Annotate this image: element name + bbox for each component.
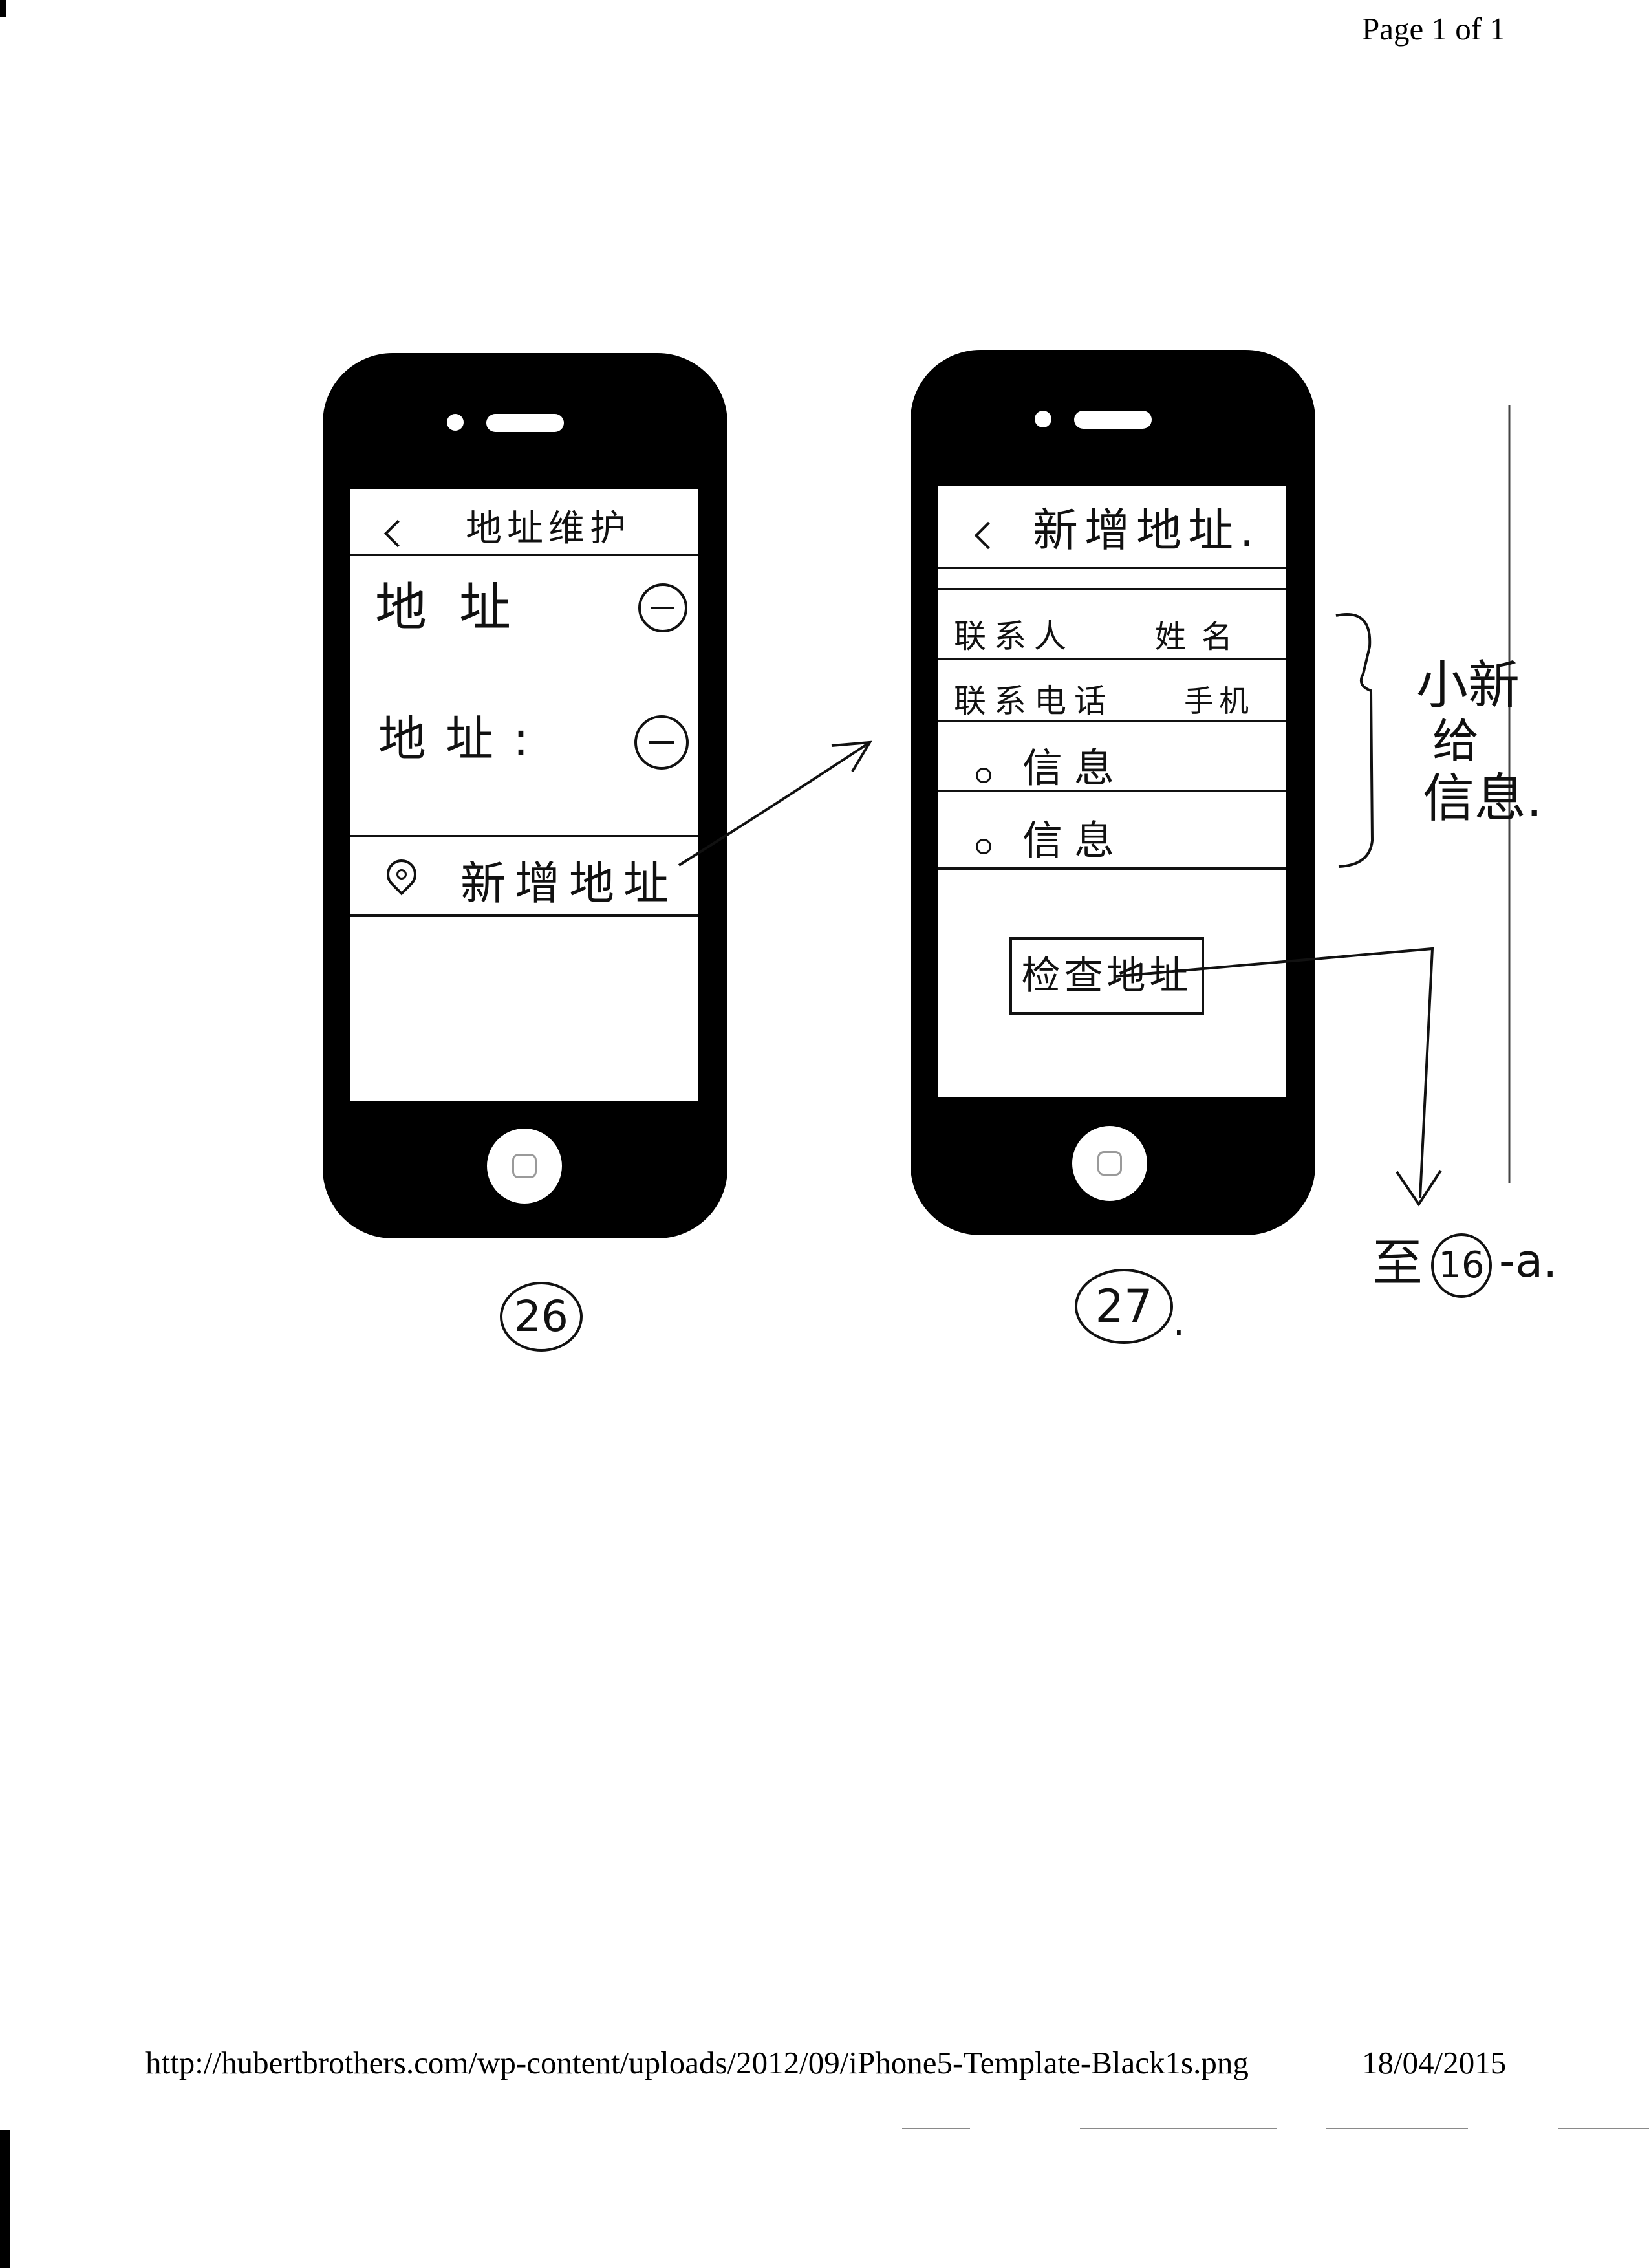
phone-frame-27: 新增地址. 联系人 姓名 联系电话 手机 信息 信息 (911, 350, 1315, 1235)
curly-bracket (1335, 613, 1374, 868)
speaker-slot (486, 414, 564, 432)
info-option[interactable]: 信息 (938, 792, 1286, 867)
info-option[interactable]: 信息 (938, 722, 1286, 790)
field-placeholder: 手机 (1184, 684, 1254, 718)
goto-prefix: 至 (1372, 1235, 1423, 1293)
phone-frame-26: 地址维护 地址 地址: 新增地址 (323, 353, 727, 1238)
minus-bar (649, 741, 674, 744)
scan-artifact (902, 2128, 970, 2129)
add-address-label: 新增地址 (460, 857, 678, 910)
goto-arrow-head (1396, 1169, 1442, 1207)
screen-title: 新增地址. (1033, 504, 1261, 557)
footer-date: 18/04/2015 (1362, 2045, 1507, 2080)
header-divider (938, 567, 1286, 569)
radio-icon[interactable] (976, 768, 991, 783)
camera-dot (447, 414, 464, 431)
screen-address-maintenance: 地址维护 地址 地址: 新增地址 (350, 489, 698, 1101)
chevron-left-icon[interactable] (974, 521, 1002, 550)
header-divider (350, 554, 698, 556)
page-number: Page 1 of 1 (1362, 11, 1505, 47)
field-divider (938, 658, 1286, 660)
screen-add-address: 新增地址. 联系人 姓名 联系电话 手机 信息 信息 (938, 486, 1286, 1097)
field-label: 联系人 (954, 618, 1074, 655)
option-label: 信息 (1022, 817, 1126, 864)
scan-artifact (1558, 2128, 1649, 2129)
field-label: 联系电话 (954, 682, 1114, 720)
list-divider (350, 914, 698, 917)
address-row[interactable]: 地址 (350, 556, 698, 686)
chevron-left-icon[interactable] (383, 519, 412, 548)
bracket-note-line: 小新 (1416, 655, 1520, 715)
minus-circle-icon[interactable] (634, 715, 689, 770)
bracket-note-line: 信息. (1423, 768, 1543, 828)
screen-number-suffix: . (1173, 1302, 1185, 1344)
home-button (487, 1129, 562, 1204)
scan-edge-bottom (0, 2130, 10, 2268)
address-row[interactable]: 地址: (350, 686, 698, 833)
contact-phone-field[interactable]: 联系电话 手机 (938, 660, 1286, 720)
home-button-square (1097, 1151, 1122, 1176)
list-divider (350, 835, 698, 837)
add-address-row[interactable]: 新增地址 (350, 837, 698, 914)
bracket-note-line: 给 (1432, 714, 1480, 768)
home-button (1072, 1126, 1147, 1201)
goto-target-number: 16 (1438, 1244, 1485, 1286)
radio-icon[interactable] (976, 839, 991, 854)
screen-number-27: 27 (1095, 1280, 1153, 1333)
goto-suffix: -a. (1499, 1235, 1558, 1288)
home-button-square (512, 1154, 537, 1178)
footer-source-url: http://hubertbrothers.com/wp-content/upl… (146, 2045, 1249, 2080)
address-label: 地址 (375, 578, 543, 638)
field-divider (938, 720, 1286, 722)
scan-artifact (1326, 2128, 1468, 2129)
screen-number-26: 26 (514, 1291, 568, 1341)
minus-circle-icon[interactable] (638, 583, 687, 632)
camera-dot (1035, 411, 1051, 427)
location-pin-icon (380, 853, 423, 896)
minus-bar (651, 607, 674, 609)
scan-artifact (1080, 2128, 1277, 2129)
field-divider (938, 867, 1286, 870)
contact-name-field[interactable]: 联系人 姓名 (938, 590, 1286, 658)
pin-center-dot (394, 867, 409, 882)
speaker-slot (1074, 411, 1152, 429)
screen-title: 地址维护 (466, 508, 631, 550)
address-label: 地址: (378, 711, 548, 767)
check-address-button[interactable]: 检查地址 (1009, 937, 1204, 1015)
header-divider (938, 588, 1286, 590)
field-divider (938, 790, 1286, 792)
flow-arrow-head (831, 740, 872, 773)
option-label: 信息 (1022, 744, 1126, 792)
scan-edge-top (0, 0, 6, 17)
field-placeholder: 姓名 (1155, 619, 1249, 655)
